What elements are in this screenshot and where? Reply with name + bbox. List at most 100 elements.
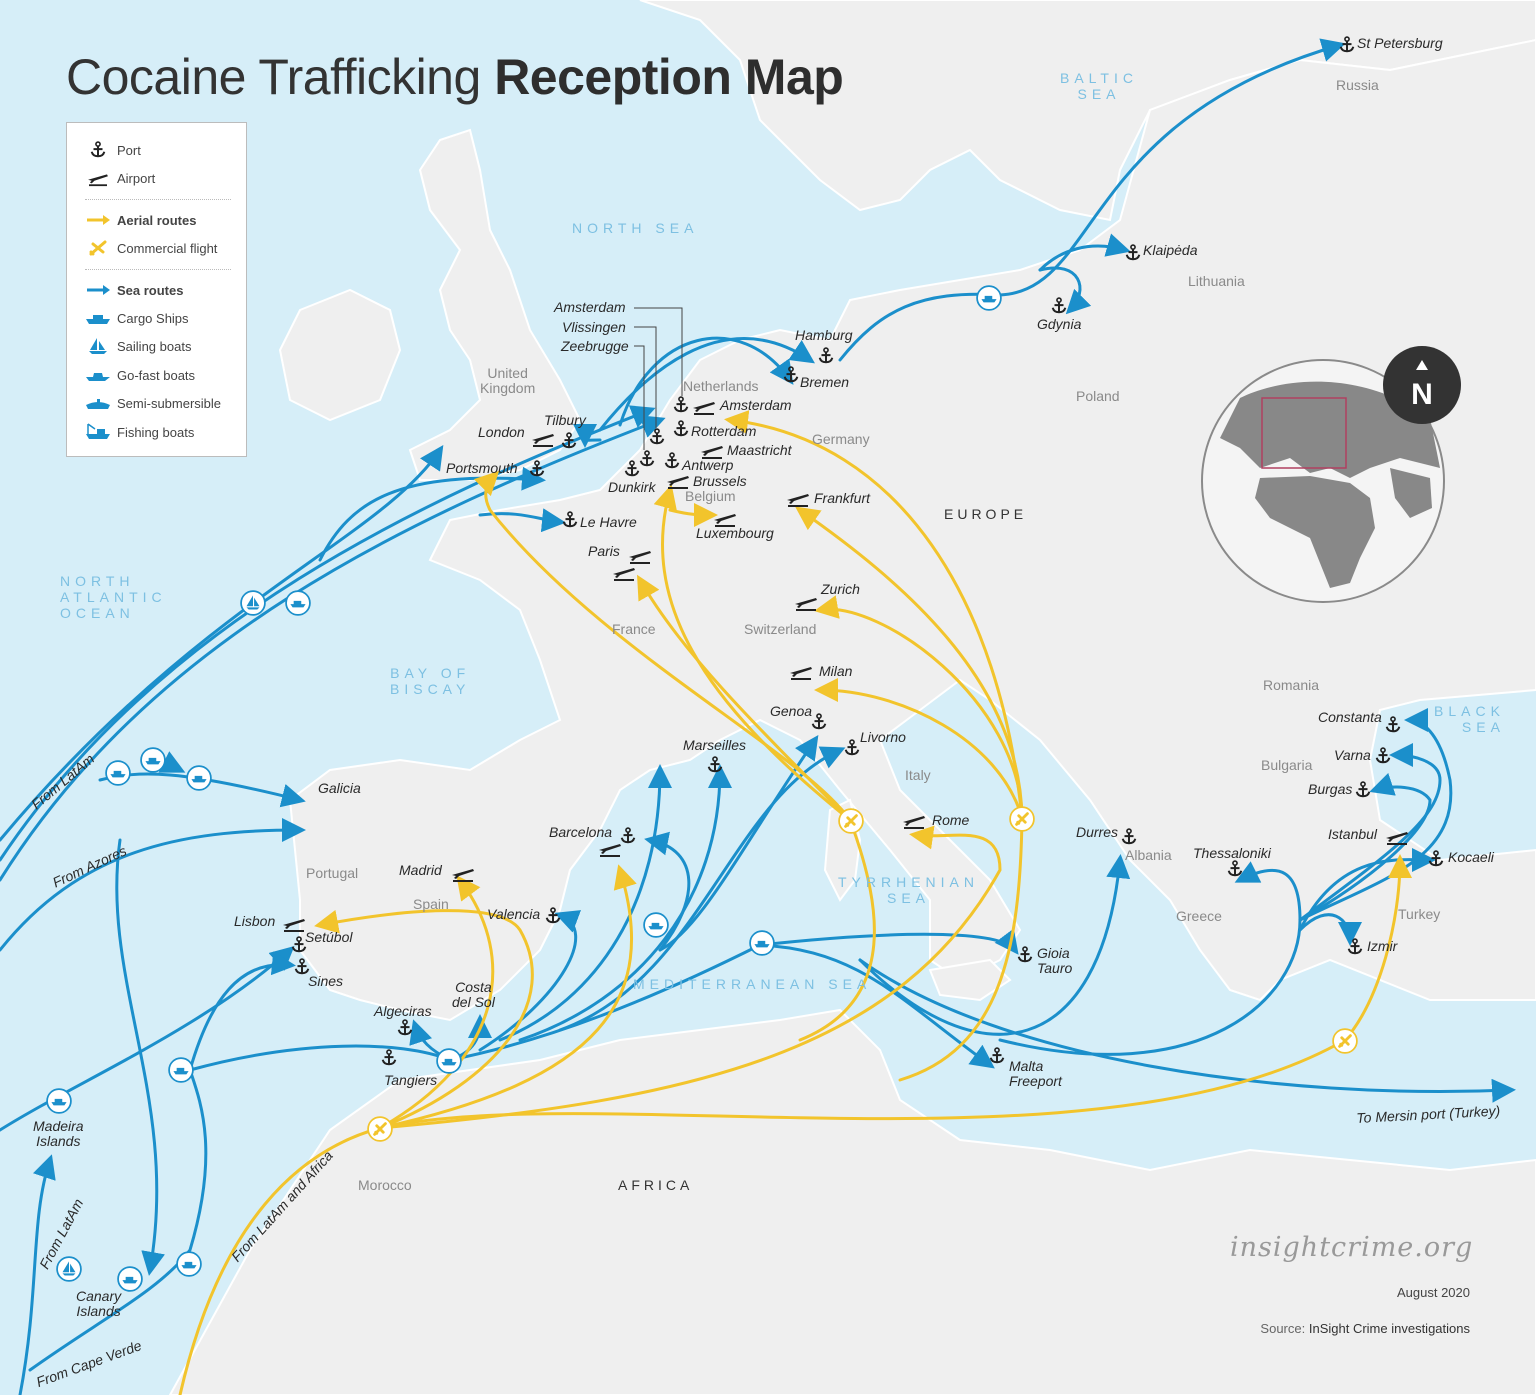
airplane-icon bbox=[88, 174, 108, 187]
city-brussels: Brussels bbox=[693, 473, 747, 489]
go-fast-boat-icon bbox=[285, 590, 311, 616]
city-paris: Paris bbox=[588, 543, 620, 559]
cargo-ship-icon bbox=[749, 930, 775, 956]
city-rotterdam: Rotterdam bbox=[691, 423, 757, 439]
commercial-flight-icon bbox=[838, 808, 864, 834]
country-label-portugal: Portugal bbox=[306, 865, 359, 881]
country-label-netherlands: Netherlands bbox=[683, 378, 759, 394]
north-compass: N bbox=[1383, 346, 1461, 424]
cargo-ship-icon bbox=[86, 315, 110, 324]
city-setubal: Setúbol bbox=[305, 929, 353, 945]
sailing-boat-icon bbox=[240, 590, 266, 616]
fishing-boat-icon bbox=[86, 423, 110, 439]
compass-letter: N bbox=[1411, 378, 1433, 411]
city-gdynia: Gdynia bbox=[1037, 316, 1082, 332]
city-amsterdam: Amsterdam bbox=[720, 397, 792, 413]
go-fast-boat-icon bbox=[168, 1057, 194, 1083]
country-label-spain: Spain bbox=[413, 896, 449, 912]
city-st-petersburg: St Petersburg bbox=[1357, 35, 1443, 51]
city-kocaeli: Kocaeli bbox=[1448, 849, 1494, 865]
commercial-flight-icon bbox=[367, 1116, 393, 1142]
north-arrow-icon: N bbox=[1411, 360, 1433, 411]
city-barcelona: Barcelona bbox=[549, 824, 613, 840]
title-bold: Reception Map bbox=[494, 49, 844, 105]
sailing-boat-icon bbox=[89, 338, 107, 354]
legend-fishing-boats: Fishing boats bbox=[85, 422, 194, 442]
country-label-belgium: Belgium bbox=[685, 488, 736, 504]
city-thessaloniki: Thessaloniki bbox=[1193, 845, 1271, 861]
city-zeebrugge: Zeebrugge bbox=[561, 338, 629, 354]
country-label-russia: Russia bbox=[1336, 77, 1379, 93]
city-izmir: Izmir bbox=[1367, 938, 1398, 954]
city-antwerp: Antwerp bbox=[682, 457, 734, 473]
legend-semi-submersible: Semi-submersible bbox=[85, 393, 221, 413]
legend-divider bbox=[85, 199, 231, 200]
ocean-label-north-sea: NORTH SEA bbox=[572, 220, 699, 236]
city-london: London bbox=[478, 424, 525, 440]
semi-submersible-icon bbox=[86, 399, 110, 409]
country-label-italy: Italy bbox=[905, 767, 931, 783]
country-label-morocco: Morocco bbox=[358, 1177, 412, 1193]
city-valencia: Valencia bbox=[487, 906, 541, 922]
city-portsmouth: Portsmouth bbox=[446, 460, 518, 476]
city-maastricht: Maastricht bbox=[727, 442, 792, 458]
country-label-lithuania: Lithuania bbox=[1188, 273, 1245, 289]
city-milan: Milan bbox=[819, 663, 853, 679]
city-istanbul: Istanbul bbox=[1328, 826, 1378, 842]
page-title: Cocaine Trafficking Reception Map bbox=[66, 48, 844, 106]
legend-sea-routes: Sea routes bbox=[85, 280, 183, 300]
legend-divider bbox=[85, 269, 231, 270]
cargo-ship-icon bbox=[643, 912, 669, 938]
fishing-boat-icon bbox=[140, 747, 166, 773]
go-fast-boat-icon bbox=[186, 765, 212, 791]
legend-cargo-ships: Cargo Ships bbox=[85, 308, 189, 328]
go-fast-boat-icon bbox=[176, 1251, 202, 1277]
city-hamburg: Hamburg bbox=[795, 327, 853, 343]
city-klaipeda: Klaipėda bbox=[1143, 242, 1198, 258]
port-icon-malta bbox=[989, 1047, 1005, 1064]
anchor-icon bbox=[90, 141, 106, 158]
title-light: Cocaine Trafficking bbox=[66, 49, 481, 105]
ocean-label-mediterranean: MEDITERRANEAN SEA bbox=[633, 976, 872, 992]
brand-watermark: insightcrime.org bbox=[1230, 1232, 1474, 1263]
legend: Port Airport Aerial routes Commercial fl… bbox=[66, 122, 247, 457]
country-label-albania: Albania bbox=[1125, 847, 1172, 863]
city-luxembourg: Luxembourg bbox=[696, 525, 774, 541]
port-icon-constanta bbox=[1385, 716, 1401, 733]
legend-port: Port bbox=[85, 140, 141, 160]
city-dunkirk: Dunkirk bbox=[608, 479, 656, 495]
city-le-havre: Le Havre bbox=[580, 514, 637, 530]
port-icon-gioia-tauro bbox=[1017, 946, 1033, 963]
source-line: Source: InSight Crime investigations bbox=[1260, 1321, 1470, 1336]
globe-inset bbox=[1201, 359, 1445, 603]
city-tangiers: Tangiers bbox=[384, 1072, 438, 1088]
city-madrid: Madrid bbox=[399, 862, 442, 878]
country-label-germany: Germany bbox=[812, 431, 870, 447]
port-icon-marseilles bbox=[707, 756, 723, 773]
city-burgas: Burgas bbox=[1308, 781, 1353, 797]
legend-airport: Airport bbox=[85, 168, 155, 188]
city-genoa: Genoa bbox=[770, 703, 813, 719]
city-vlissingen: Vlissingen bbox=[562, 319, 626, 335]
legend-go-fast-boats: Go-fast boats bbox=[85, 365, 195, 385]
port-icon-varna bbox=[1375, 747, 1391, 764]
city-lisbon: Lisbon bbox=[234, 913, 276, 929]
city-livorno: Livorno bbox=[860, 729, 906, 745]
legend-commercial-flight: Commercial flight bbox=[85, 238, 217, 258]
city-varna: Varna bbox=[1334, 747, 1371, 763]
airport-icon-barcelona bbox=[599, 844, 621, 857]
yellow-arrow-icon bbox=[87, 215, 110, 225]
region-label-europe: EUROPE bbox=[944, 506, 1028, 522]
country-label-poland: Poland bbox=[1076, 388, 1120, 404]
country-label-switzerland: Switzerland bbox=[744, 621, 817, 637]
